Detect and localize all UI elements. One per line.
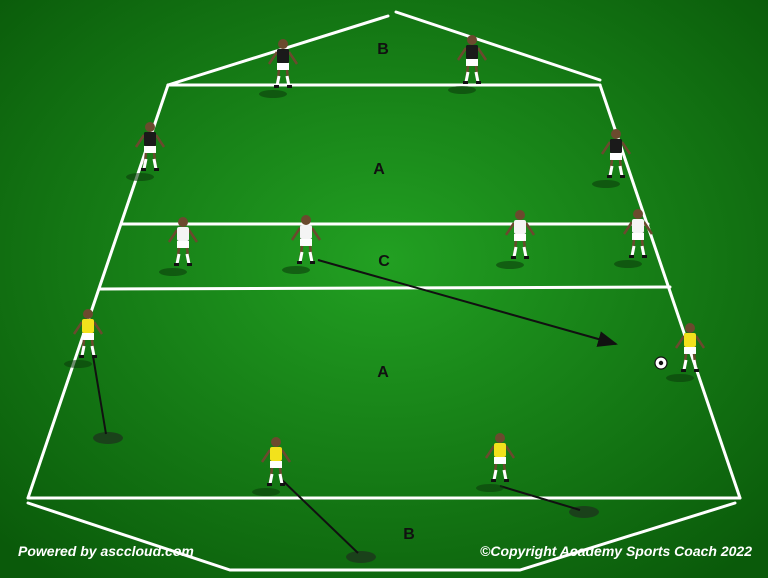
zone-label-lower-a: A [377, 364, 389, 381]
zone-label-bottom-b: B [403, 526, 415, 543]
player-yellow-right[interactable] [664, 321, 706, 384]
movement-markers [93, 432, 599, 563]
player-black-top-right[interactable] [446, 33, 488, 96]
player-black-top-left[interactable] [257, 37, 299, 100]
pass-arrow [317, 259, 618, 347]
zone-label-upper-a: A [373, 161, 385, 178]
player-white-2[interactable] [280, 213, 322, 276]
player-white-3[interactable] [494, 208, 536, 271]
zone-label-top-b: B [377, 41, 389, 58]
run-line-bottom-right [499, 485, 581, 511]
player-yellow-bottom-center[interactable] [250, 435, 292, 498]
player-yellow-bottom-right[interactable] [474, 431, 516, 494]
target-disc-bottom-center [346, 551, 376, 563]
player-white-4[interactable] [612, 207, 654, 270]
copyright-text: ©Copyright Academy Sports Coach 2022 [480, 543, 752, 559]
white-team [157, 207, 654, 278]
zone-label-middle-c: C [378, 253, 390, 270]
bottom-end-zone-lines [26, 501, 737, 572]
powered-by-text: Powered by asccloud.com [18, 543, 194, 559]
player-black-left[interactable] [124, 120, 166, 183]
soccer-ball-icon[interactable] [654, 356, 668, 370]
movement-lines [91, 259, 618, 554]
right-sideline [598, 83, 742, 500]
c-zone-bottom-line [98, 285, 672, 291]
player-black-right[interactable] [590, 127, 632, 190]
player-yellow-left[interactable] [62, 307, 104, 370]
yellow-team [62, 307, 706, 498]
run-line-bottom-center [281, 479, 359, 554]
player-white-1[interactable] [157, 215, 199, 278]
target-disc-left [93, 432, 123, 444]
run-line-left [91, 349, 107, 435]
black-team [124, 33, 632, 190]
